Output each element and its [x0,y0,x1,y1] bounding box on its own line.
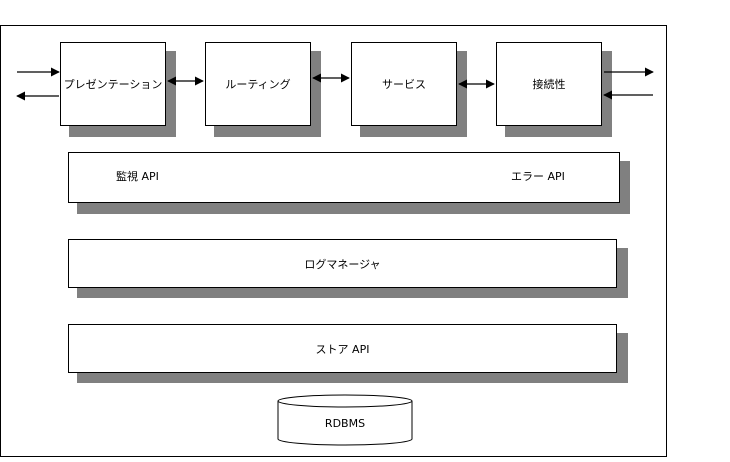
log-manager-box: ログマネージャ [68,239,617,288]
service-box: サービス [351,42,457,126]
store-api-box: ストア API [68,324,617,373]
presentation-label: プレゼンテーション [63,78,163,91]
rdbms-cylinder [277,394,413,446]
log-manager-label: ログマネージャ [304,257,381,271]
error-api-label: エラー API [511,170,565,183]
connectivity-box: 接続性 [496,42,602,126]
connectivity-label: 接続性 [532,78,566,91]
rdbms-label: RDBMS [325,417,365,430]
diagram-frame [0,25,667,457]
routing-box: ルーティング [205,42,311,126]
presentation-box: プレゼンテーション [60,42,166,126]
service-label: サービス [382,78,426,91]
routing-label: ルーティング [225,78,291,91]
monitoring-api-label: 監視 API [116,170,159,183]
store-api-label: ストア API [315,342,370,356]
api-bar: 監視 API エラー API [68,152,620,203]
